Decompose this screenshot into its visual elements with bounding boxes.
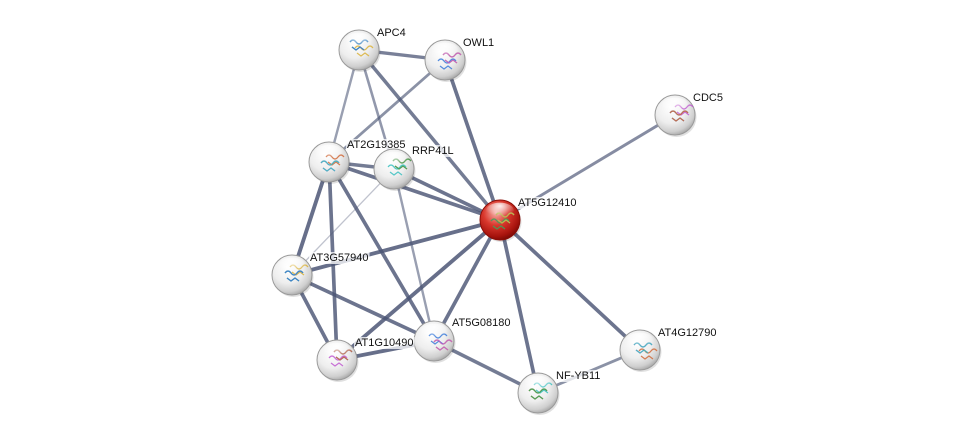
node-label-background: [517, 197, 578, 209]
node-label: AT3G57940: [310, 252, 369, 264]
node-at5g12410[interactable]: AT5G12410: [479, 197, 578, 242]
node-highlight: [345, 32, 373, 50]
node-highlight: [626, 332, 654, 350]
node-highlight: [380, 151, 408, 169]
node-apc4[interactable]: APC4: [338, 27, 407, 72]
node-highlight: [420, 323, 448, 341]
node-highlight: [431, 42, 459, 60]
node-nf-yb11[interactable]: NF-YB11: [517, 370, 602, 415]
node-label: APC4: [377, 27, 406, 39]
node-label: AT5G12410: [518, 197, 577, 209]
protein-structure-glyph: [490, 218, 510, 230]
node-label: AT1G10490: [355, 337, 414, 349]
node-label: RRP41L: [412, 145, 454, 157]
node-label: OWL1: [463, 37, 494, 49]
edge-owl1-at5g12410[interactable]: [443, 58, 502, 222]
node-highlight: [315, 144, 343, 162]
node-label: CDC5: [693, 92, 723, 104]
node-label: AT5G08180: [452, 317, 511, 329]
node-label-background: [462, 37, 496, 49]
node-highlight: [486, 202, 514, 220]
node-label-background: [555, 370, 602, 382]
edge-at5g12410-nf-yb11[interactable]: [498, 218, 540, 395]
edge-at5g12410-at1g10490[interactable]: [335, 218, 502, 362]
node-label-background: [346, 139, 407, 151]
node-label: AT4G12790: [658, 327, 717, 339]
protein-structure-glyph: [320, 160, 340, 172]
node-highlight: [524, 375, 552, 393]
edge-at5g12410-at4g12790[interactable]: [498, 218, 642, 352]
node-highlight: [278, 257, 306, 275]
edge-apc4-at5g12410[interactable]: [357, 48, 502, 222]
node-highlight: [661, 97, 689, 115]
node-label-background: [376, 27, 407, 39]
node-label: AT2G19385: [347, 139, 406, 151]
node-at5g08180[interactable]: AT5G08180: [413, 317, 512, 363]
node-label-background: [451, 317, 512, 329]
node-label: NF-YB11: [556, 370, 600, 382]
node-at3g57940[interactable]: AT3G57940: [271, 252, 370, 297]
node-at1g10490[interactable]: AT1G10490: [316, 337, 415, 382]
node-at4g12790[interactable]: AT4G12790: [619, 327, 718, 372]
node-label-background: [411, 145, 455, 157]
node-cdc5[interactable]: CDC5: [654, 92, 724, 137]
edge-at3g57940-at5g08180[interactable]: [290, 273, 436, 343]
node-label-background: [692, 92, 724, 104]
edge-at5g12410-at3g57940[interactable]: [290, 218, 502, 277]
node-label-background: [309, 252, 370, 264]
node-highlight: [323, 342, 351, 360]
edge-at5g12410-at5g08180[interactable]: [432, 218, 502, 343]
node-label-background: [354, 337, 415, 349]
node-owl1[interactable]: OWL1: [424, 37, 496, 82]
edge-rrp41l-at5g08180[interactable]: [392, 167, 436, 343]
node-rrp41l[interactable]: RRP41L: [373, 145, 455, 191]
edge-at2g19385-at5g12410[interactable]: [327, 160, 502, 222]
node-at2g19385[interactable]: AT2G19385: [308, 139, 407, 184]
node-label-background: [657, 327, 718, 339]
